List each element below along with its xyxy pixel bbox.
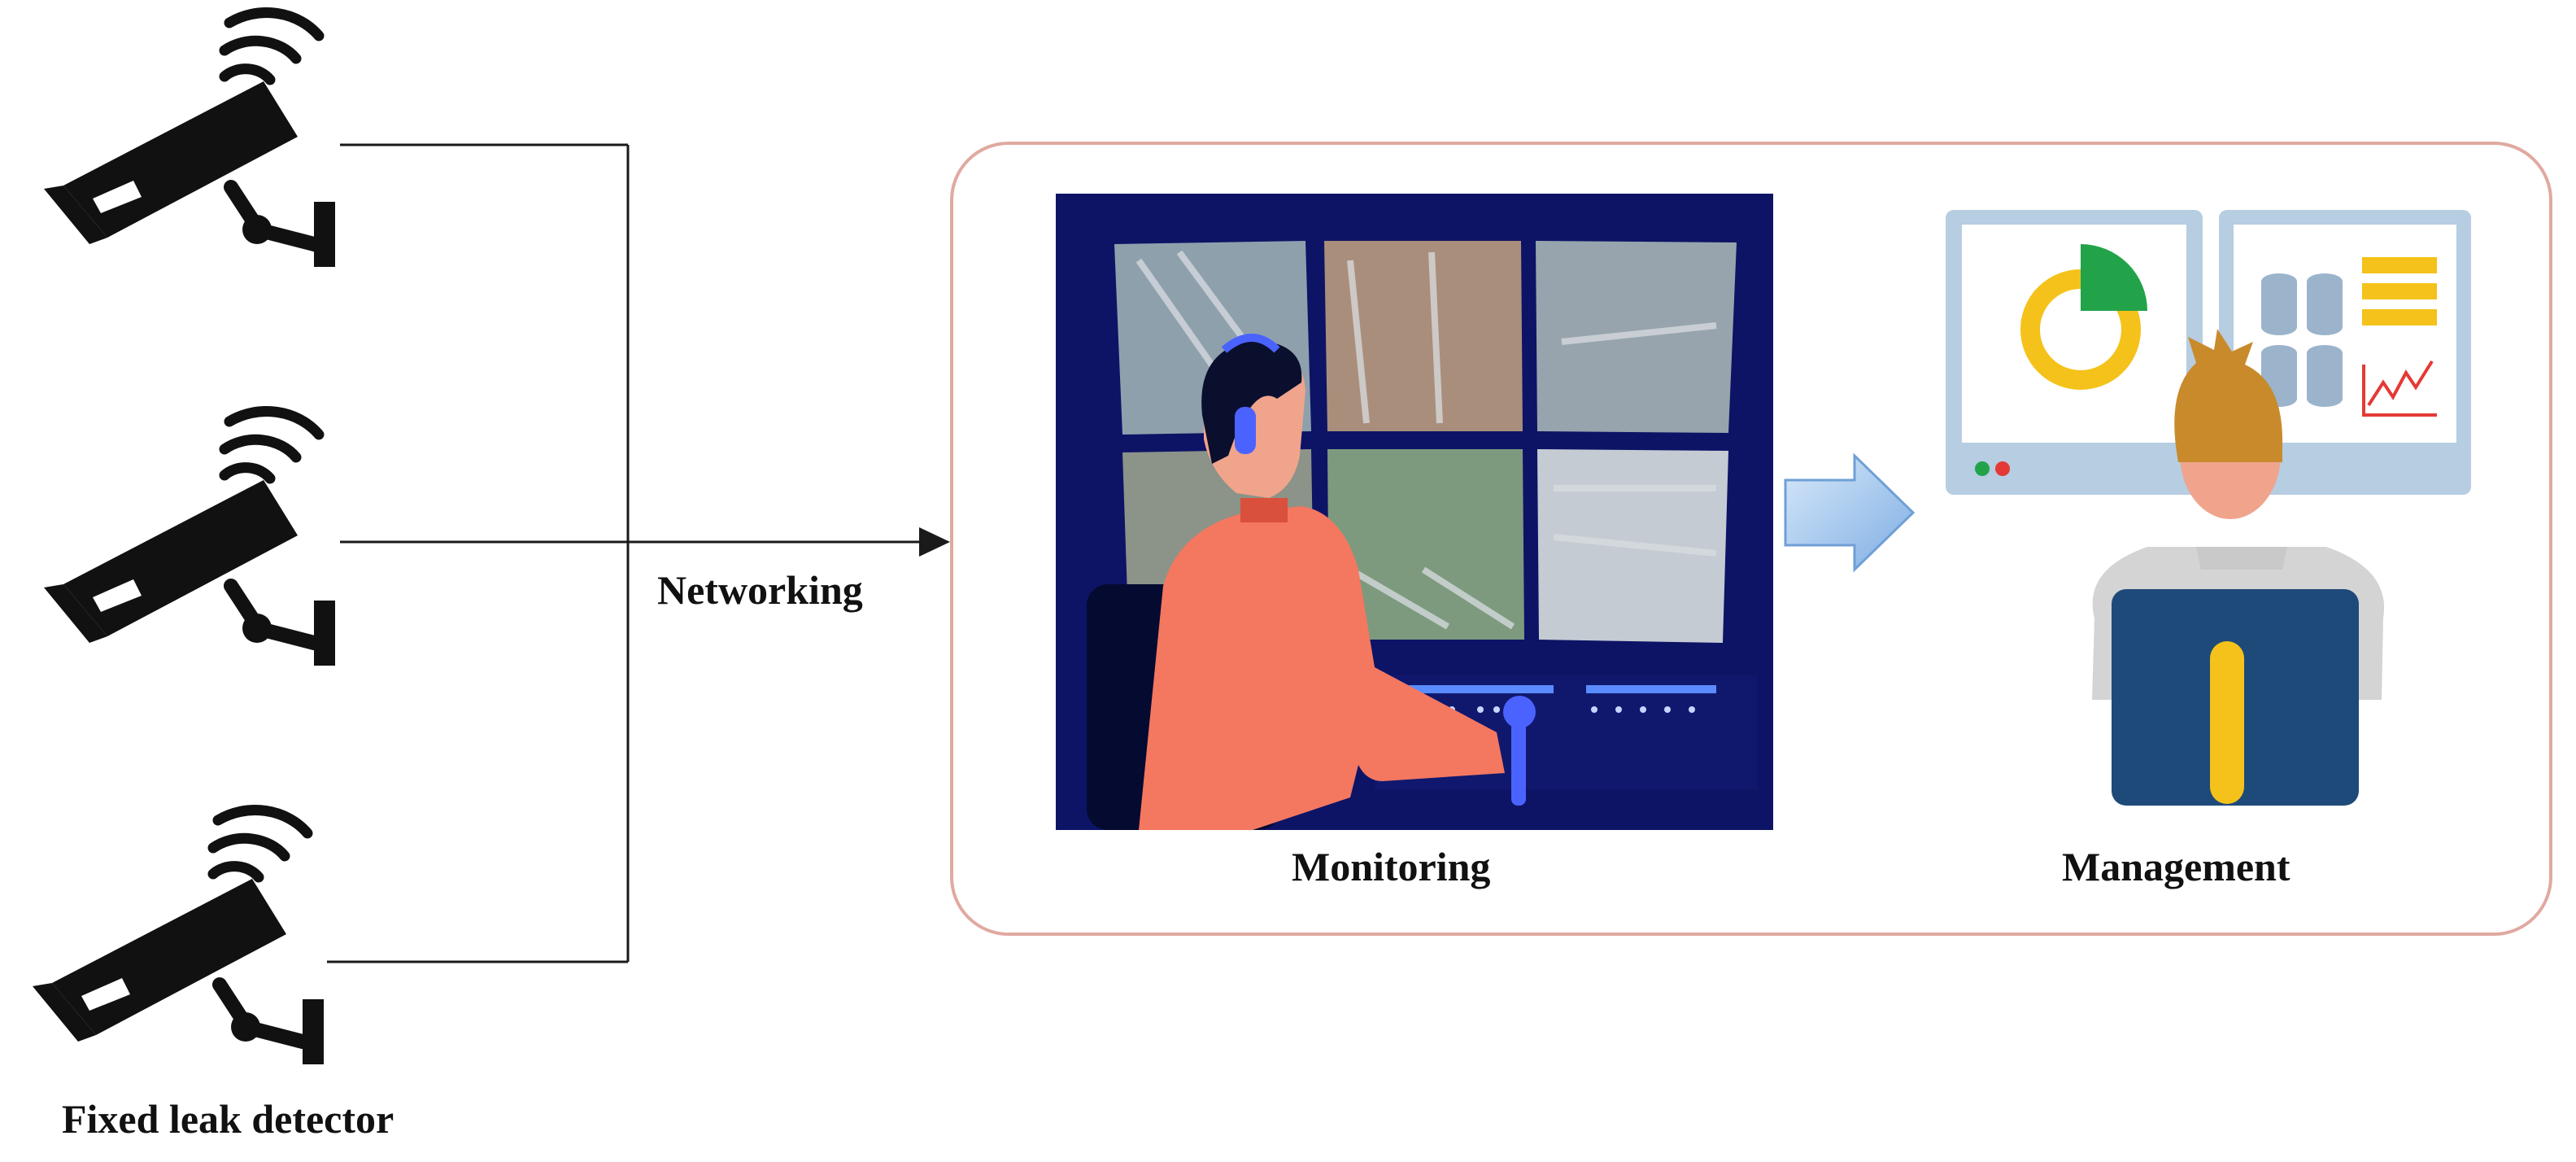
headset-icon (1235, 407, 1256, 454)
manager-hair (2174, 329, 2283, 462)
database-icon (2261, 273, 2343, 407)
network-connector (327, 143, 923, 963)
list-bars-icon (2362, 257, 2437, 325)
monitoring-illustration (1056, 194, 1773, 830)
management-label: Management (2062, 844, 2291, 889)
manager-tie (2210, 641, 2244, 804)
line-chart-icon (2362, 360, 2437, 417)
management-illustration (1946, 210, 2471, 806)
flow-arrow-icon (1784, 452, 1916, 573)
monitoring-label: Monitoring (1292, 844, 1491, 889)
system-box (950, 142, 2552, 936)
operator-body (1139, 506, 1505, 830)
cctv-camera-icon (33, 810, 324, 1064)
network-arrowhead (919, 527, 950, 557)
fixed-leak-detector-label: Fixed leak detector (62, 1096, 394, 1142)
networking-label: Networking (657, 567, 863, 613)
cctv-camera-icon (44, 412, 335, 666)
cctv-camera-icon (44, 13, 335, 267)
